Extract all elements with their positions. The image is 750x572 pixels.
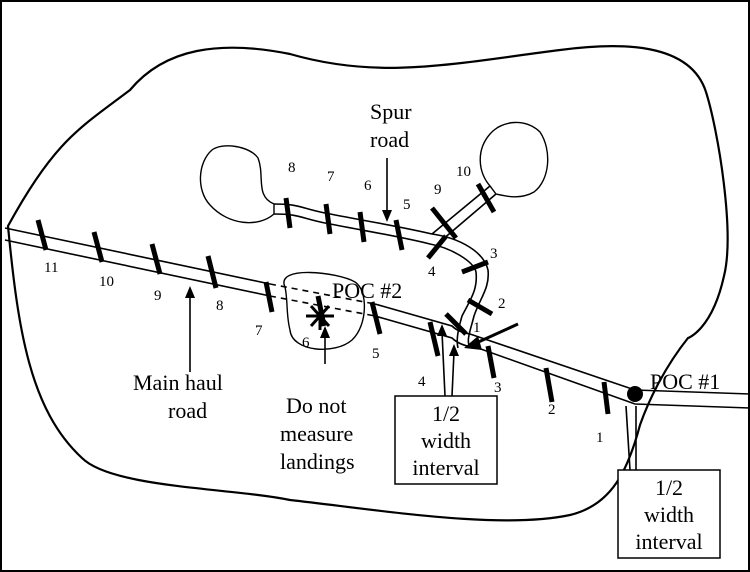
tick-label: 9 bbox=[154, 288, 162, 304]
spur-landing-northeast bbox=[479, 121, 549, 198]
tick-mark bbox=[393, 219, 405, 251]
tick-label: 2 bbox=[498, 296, 506, 312]
tick-mark bbox=[35, 219, 49, 251]
landings-note-line3: landings bbox=[280, 449, 355, 474]
tick-mark bbox=[475, 182, 497, 214]
tick-mark bbox=[283, 197, 293, 229]
tick-label: 9 bbox=[434, 182, 442, 198]
half-width-callout-b-line2: width bbox=[644, 502, 694, 527]
tick-mark bbox=[323, 203, 333, 235]
tick-label: 6 bbox=[302, 335, 310, 351]
tick-mark bbox=[543, 367, 555, 403]
tick-mark bbox=[91, 231, 105, 263]
half-width-callout-a-box bbox=[394, 395, 498, 485]
landing-poc2 bbox=[283, 271, 366, 350]
tick-label: 7 bbox=[255, 323, 263, 339]
half-width-callout-a-line2: width bbox=[421, 428, 471, 453]
half-width-callout-b-line1: 1/2 bbox=[655, 475, 683, 500]
tick-label: 3 bbox=[490, 246, 498, 262]
tick-label: 8 bbox=[288, 160, 296, 176]
tick-label: 1 bbox=[473, 320, 481, 336]
landings-note-line1: Do not bbox=[286, 393, 347, 418]
tick-mark bbox=[205, 255, 219, 289]
tick-mark bbox=[263, 281, 275, 313]
tick-mark bbox=[149, 243, 163, 275]
spur-road-label-line1: Spur bbox=[370, 99, 412, 124]
tick-mark bbox=[315, 295, 327, 327]
tick-mark bbox=[466, 297, 494, 317]
poc2-label: POC #2 bbox=[332, 278, 402, 303]
tick-label: 4 bbox=[418, 374, 426, 390]
tick-label: 10 bbox=[99, 274, 114, 290]
tick-mark bbox=[357, 211, 367, 243]
main-road-tick-labels: 11 10 9 8 7 6 5 4 3 2 1 bbox=[44, 260, 604, 446]
tick-mark bbox=[601, 381, 611, 415]
tick-label: 8 bbox=[216, 298, 224, 314]
tick-label: 3 bbox=[494, 380, 502, 396]
main-haul-road-label-line1: Main haul bbox=[133, 370, 223, 395]
tick-label: 4 bbox=[428, 264, 436, 280]
spur-landing-west bbox=[199, 145, 275, 224]
tick-label: 6 bbox=[364, 178, 372, 194]
measurement-ticks bbox=[35, 182, 611, 415]
arrowheads bbox=[185, 210, 482, 356]
main-haul-road-label-line2: road bbox=[168, 398, 207, 423]
tick-mark bbox=[426, 234, 448, 260]
tick-label: 10 bbox=[456, 164, 471, 180]
tick-mark bbox=[369, 301, 383, 335]
half-width-callout-b-box bbox=[617, 469, 721, 559]
tick-label: 11 bbox=[44, 260, 58, 276]
unit-boundary bbox=[6, 44, 729, 522]
tick-mark bbox=[430, 206, 458, 240]
tick-label: 7 bbox=[327, 169, 335, 185]
annotation-arrows bbox=[189, 158, 637, 471]
poc1-label: POC #1 bbox=[650, 369, 720, 394]
landings-note-line2: measure bbox=[280, 421, 353, 446]
tick-label: 5 bbox=[372, 346, 380, 362]
poc1-marker bbox=[627, 386, 643, 402]
tick-mark bbox=[461, 259, 489, 275]
tick-mark bbox=[427, 321, 441, 357]
spur-road-label-line2: road bbox=[370, 127, 409, 152]
half-width-callout-a-line1: 1/2 bbox=[432, 401, 460, 426]
tick-label: 1 bbox=[596, 430, 604, 446]
tick-label: 5 bbox=[403, 197, 411, 213]
half-width-callout-a-line3: interval bbox=[412, 455, 479, 480]
tick-label: 2 bbox=[548, 402, 556, 418]
tick-mark bbox=[444, 312, 468, 336]
half-width-callout-b-line3: interval bbox=[635, 529, 702, 554]
tick-mark bbox=[485, 345, 497, 379]
spur-road-tick-labels: 8 7 6 5 9 10 4 3 2 1 bbox=[288, 160, 506, 336]
